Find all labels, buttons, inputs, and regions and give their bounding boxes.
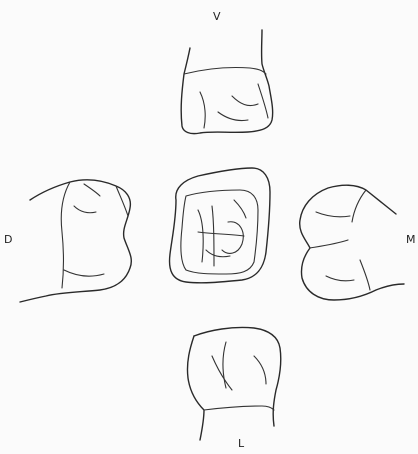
label-vestibular: V [213, 10, 221, 23]
label-lingual: L [238, 437, 245, 450]
tooth-view-top [181, 30, 272, 134]
tooth-view-center [170, 168, 270, 283]
tooth-view-right [300, 185, 404, 300]
label-mesial: M [406, 233, 416, 246]
tooth-view-left [20, 180, 131, 302]
label-distal: D [4, 233, 12, 246]
tooth-view-bottom [187, 327, 280, 440]
